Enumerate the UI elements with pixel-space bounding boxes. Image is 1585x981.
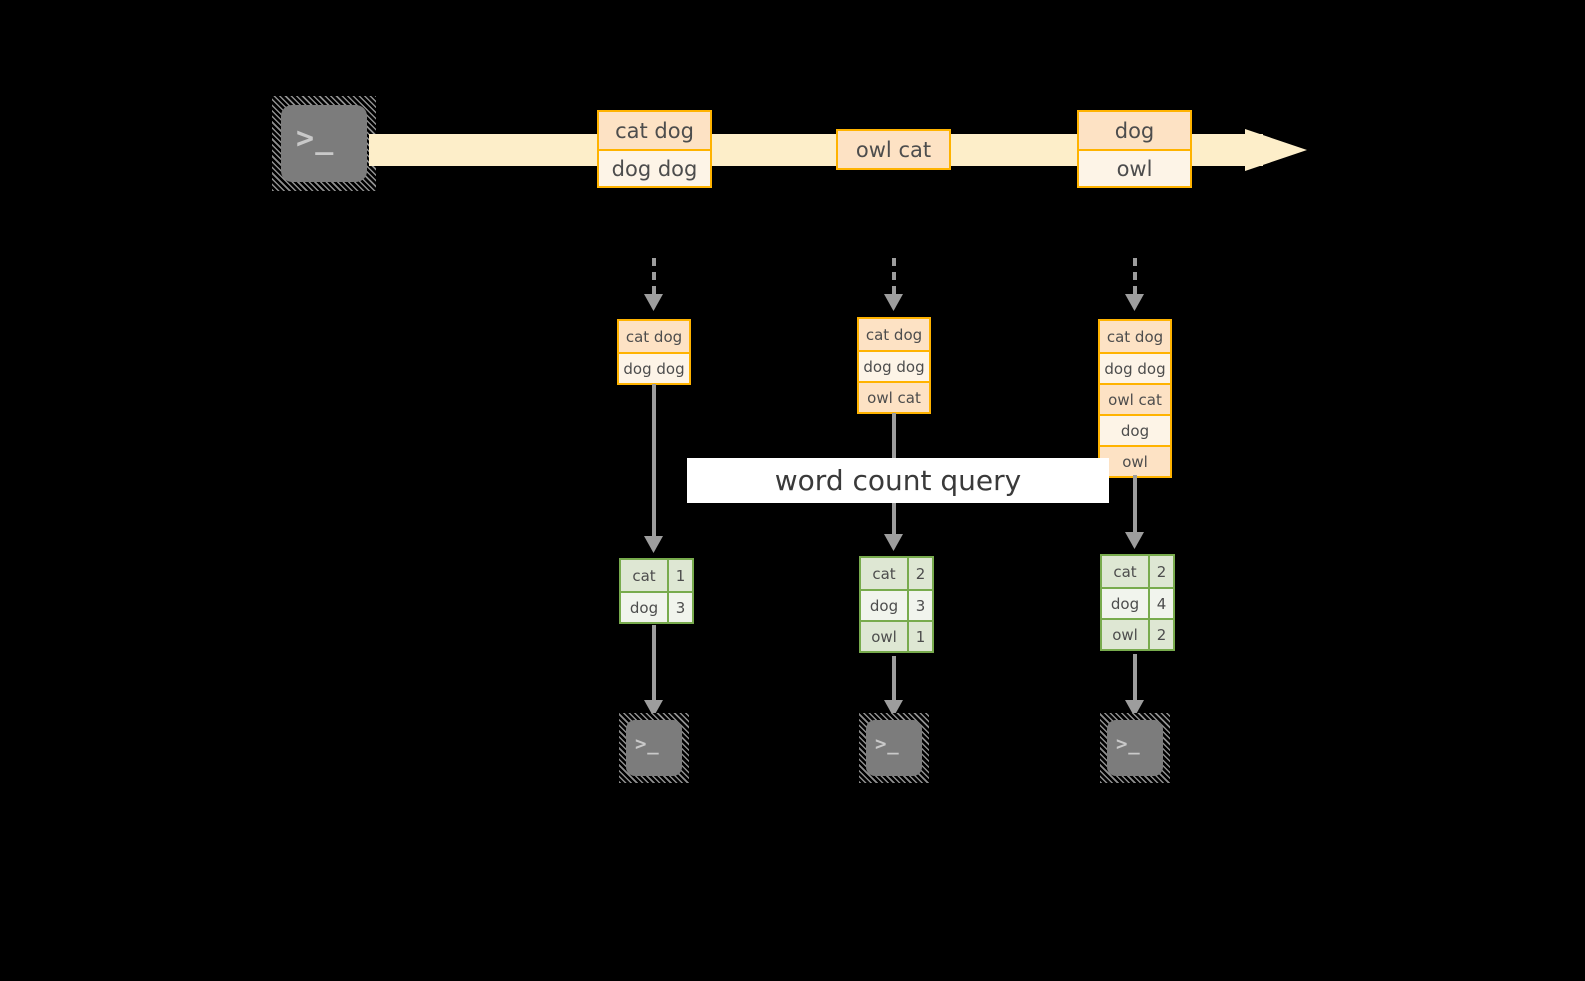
input-row: owl: [1100, 445, 1170, 476]
terminal-face: [1107, 720, 1163, 776]
trigger-3-input-table: cat dog dog dog owl cat dog owl: [1098, 319, 1172, 478]
trigger-1-input-table: cat dog dog dog: [617, 319, 691, 385]
result-count: 4: [1148, 589, 1173, 618]
stream-batch-line: dog dog: [599, 149, 710, 186]
trigger-3-sink-terminal-icon: >_: [1100, 713, 1170, 783]
trigger-1-dashed-arrowhead: [644, 294, 663, 311]
result-word: cat: [872, 564, 896, 583]
result-count: 2: [1148, 556, 1173, 587]
stream-batch-line: dog: [1079, 112, 1190, 149]
query-label-band: word count query: [687, 458, 1109, 503]
trigger-1-result-table: cat 1 dog 3: [619, 558, 694, 624]
trigger-2-sink-connector: [892, 656, 896, 700]
result-count: 3: [667, 593, 692, 622]
terminal-prompt-glyph: >_: [875, 733, 900, 755]
result-count: 3: [907, 591, 932, 620]
trigger-3-dashed-arrowhead: [1125, 294, 1144, 311]
source-terminal-icon: >_: [272, 96, 376, 191]
table-row: dog 3: [621, 591, 692, 622]
query-label-text: word count query: [774, 464, 1022, 497]
result-word: dog: [869, 596, 899, 615]
input-row: dog dog: [859, 350, 929, 381]
result-word: dog: [1110, 594, 1140, 613]
result-count: 2: [1148, 620, 1173, 649]
table-row: dog 4: [1102, 587, 1173, 618]
trigger-3-query-connector: [1133, 475, 1137, 532]
input-row: cat dog: [859, 319, 929, 350]
table-row: cat 2: [861, 558, 932, 589]
input-row: dog: [1100, 414, 1170, 445]
terminal-face: [866, 720, 922, 776]
trigger-3-result-table: cat 2 dog 4 owl 2: [1100, 554, 1175, 651]
stream-batch-line: cat dog: [599, 112, 710, 149]
trigger-2-dashed-connector: [892, 258, 896, 294]
trigger-1-sink-terminal-icon: >_: [619, 713, 689, 783]
trigger-2-input-table: cat dog dog dog owl cat: [857, 317, 931, 414]
result-word: dog: [629, 598, 659, 617]
terminal-face: [626, 720, 682, 776]
stream-arrow-head: [1245, 129, 1307, 171]
table-row: cat 1: [621, 560, 692, 591]
result-count: 1: [907, 622, 932, 651]
trigger-3-query-arrowhead: [1125, 532, 1144, 549]
trigger-2-result-table: cat 2 dog 3 owl 1: [859, 556, 934, 653]
stream-batch-1: cat dog dog dog: [597, 110, 712, 188]
input-row: cat dog: [1100, 321, 1170, 352]
result-word: owl: [1112, 625, 1138, 644]
input-row: dog dog: [1100, 352, 1170, 383]
result-word: owl: [871, 627, 897, 646]
terminal-prompt-glyph: >_: [1116, 733, 1141, 755]
result-word: cat: [632, 566, 656, 585]
trigger-1-query-connector: [652, 384, 656, 536]
stream-batch-line: owl cat: [838, 131, 949, 168]
table-row: cat 2: [1102, 556, 1173, 587]
stream-batch-3: dog owl: [1077, 110, 1192, 188]
result-word: cat: [1113, 562, 1137, 581]
trigger-1-query-arrowhead: [644, 536, 663, 553]
table-row: dog 3: [861, 589, 932, 620]
trigger-1-dashed-connector: [652, 258, 656, 294]
trigger-2-query-arrowhead: [884, 534, 903, 551]
stream-batch-line: owl: [1079, 149, 1190, 186]
table-row: owl 2: [1102, 618, 1173, 649]
trigger-2-dashed-arrowhead: [884, 294, 903, 311]
input-row: cat dog: [619, 321, 689, 352]
input-row: owl cat: [1100, 383, 1170, 414]
terminal-prompt-glyph: >_: [635, 733, 660, 755]
terminal-prompt-glyph: >_: [296, 121, 335, 156]
table-row: owl 1: [861, 620, 932, 651]
trigger-1-sink-connector: [652, 625, 656, 700]
trigger-3-sink-connector: [1133, 654, 1137, 700]
input-row: owl cat: [859, 381, 929, 412]
stream-batch-2: owl cat: [836, 129, 951, 170]
result-count: 2: [907, 558, 932, 589]
result-count: 1: [667, 560, 692, 591]
trigger-2-sink-terminal-icon: >_: [859, 713, 929, 783]
input-row: dog dog: [619, 352, 689, 383]
trigger-3-dashed-connector: [1133, 258, 1137, 294]
terminal-face: [281, 105, 367, 182]
